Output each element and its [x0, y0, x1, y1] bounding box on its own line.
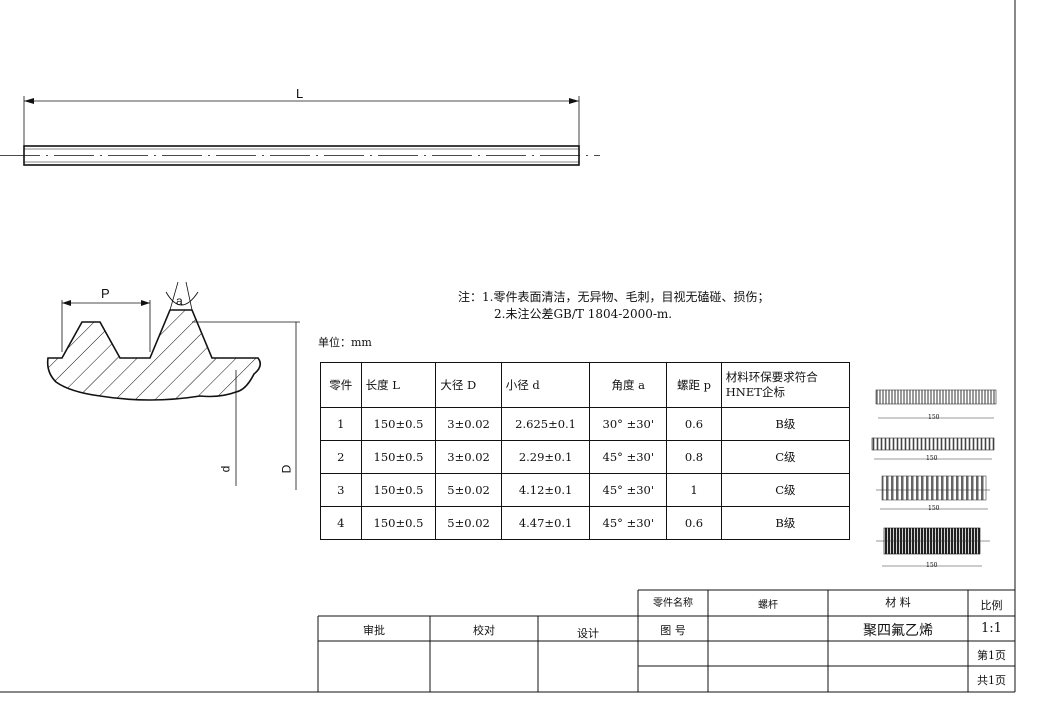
cell-part: 4 — [320, 506, 362, 540]
header-material-requirement: 材料环保要求符合 HNET企标 — [720, 362, 851, 408]
header-major-diameter: 大径 D — [435, 362, 502, 408]
spec-table: 零件 长度 L 大径 D 小径 d 角度 a 螺距 p 材料环保要求符合 HNE… — [320, 362, 851, 540]
header-material-line1: 材料环保要求符合 — [725, 370, 818, 384]
cell-part: 1 — [320, 407, 362, 441]
page-number: 第1页 — [977, 649, 1006, 662]
thumbnail-label: 150 — [928, 505, 940, 512]
title-block-grid — [317, 589, 1015, 692]
major-diameter-label: D — [279, 464, 294, 474]
thumbnail-rods — [871, 389, 997, 567]
cell-length: 150±0.5 — [360, 407, 437, 441]
cell-angle: 45° ±30' — [589, 506, 668, 540]
drawing-no-label: 图 号 — [660, 624, 686, 637]
angle-label: a — [176, 294, 183, 308]
cell-grade: C级 — [720, 473, 851, 507]
cell-major: 5±0.02 — [435, 506, 502, 540]
minor-diameter-label: d — [218, 465, 233, 473]
table-row: 2 150±0.5 3±0.02 2.29±0.1 45° ±30' 0.8 C… — [320, 440, 851, 474]
cell-pitch: 0.8 — [666, 440, 722, 474]
approve-label: 审批 — [363, 624, 385, 637]
scale-label: 比例 — [980, 599, 1003, 612]
cell-angle: 30° ±30' — [589, 407, 668, 441]
header-angle: 角度 a — [589, 362, 668, 408]
cell-minor: 4.12±0.1 — [500, 473, 591, 507]
part-name-label: 零件名称 — [653, 598, 693, 609]
header-length: 长度 L — [360, 362, 437, 408]
cell-minor: 4.47±0.1 — [500, 506, 591, 540]
cell-grade: C级 — [720, 440, 851, 474]
cell-angle: 45° ±30' — [589, 473, 668, 507]
design-label: 设计 — [577, 627, 599, 640]
cell-grade: B级 — [720, 506, 851, 540]
spec-table-header-row: 零件 长度 L 大径 D 小径 d 角度 a 螺距 p 材料环保要求符合 HNE… — [320, 362, 851, 408]
material-label: 材 料 — [885, 596, 911, 609]
header-pitch: 螺距 p — [666, 362, 722, 408]
cell-pitch: 1 — [666, 473, 722, 507]
part-name-value: 螺杆 — [758, 600, 778, 611]
cell-angle: 45° ±30' — [589, 440, 668, 474]
cell-major: 5±0.02 — [435, 473, 502, 507]
table-row: 4 150±0.5 5±0.02 4.47±0.1 45° ±30' 0.6 B… — [320, 506, 851, 540]
total-pages: 共1页 — [977, 674, 1006, 687]
note-line-1: 注：1.零件表面清洁，无异物、毛刺，目视无磕碰、损伤； — [458, 290, 770, 304]
cell-major: 3±0.02 — [435, 440, 502, 474]
rod-view — [0, 96, 600, 166]
table-row: 1 150±0.5 3±0.02 2.625±0.1 30° ±30' 0.6 … — [320, 407, 851, 441]
cell-length: 150±0.5 — [360, 506, 437, 540]
note-line-2: 2.未注公差GB/T 1804-2000-m. — [494, 307, 673, 321]
pitch-label: P — [101, 286, 110, 301]
cell-minor: 2.29±0.1 — [500, 440, 591, 474]
length-label: L — [296, 86, 304, 101]
scale-value: 1:1 — [981, 621, 1002, 636]
cell-major: 3±0.02 — [435, 407, 502, 441]
cell-grade: B级 — [720, 407, 851, 441]
thread-profile-section — [46, 281, 300, 490]
cell-pitch: 0.6 — [666, 506, 722, 540]
angle-arc — [165, 291, 199, 306]
thumbnail-label: 150 — [926, 562, 938, 569]
material-value: 聚四氟乙烯 — [863, 623, 933, 639]
thumbnail-label: 150 — [926, 455, 938, 462]
unit-label: 单位：mm — [318, 336, 372, 349]
header-material-line2: HNET企标 — [725, 385, 785, 399]
thumbnail-label: 150 — [928, 414, 940, 421]
cell-length: 150±0.5 — [360, 440, 437, 474]
cell-length: 150±0.5 — [360, 473, 437, 507]
header-part: 零件 — [320, 362, 362, 408]
cell-minor: 2.625±0.1 — [500, 407, 591, 441]
cell-part: 2 — [320, 440, 362, 474]
table-row: 3 150±0.5 5±0.02 4.12±0.1 45° ±30' 1 C级 — [320, 473, 851, 507]
header-minor-diameter: 小径 d — [500, 362, 591, 408]
cell-part: 3 — [320, 473, 362, 507]
cell-pitch: 0.6 — [666, 407, 722, 441]
check-label: 校对 — [473, 624, 495, 637]
